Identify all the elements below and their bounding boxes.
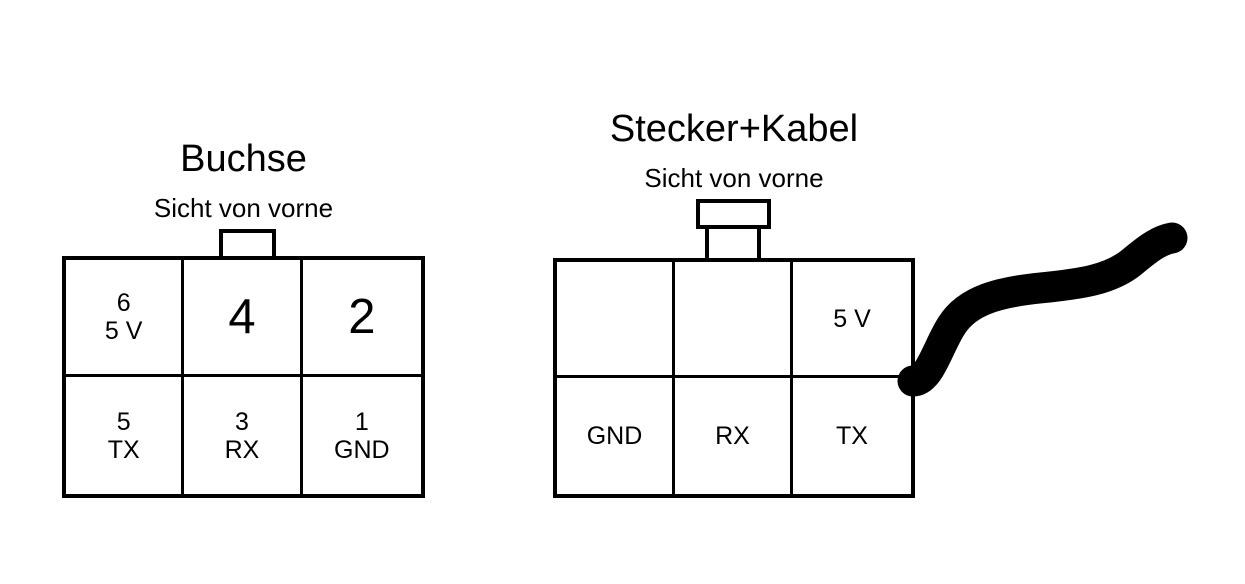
pin-label: GND (334, 435, 390, 464)
stecker-pin-gnd: GND (557, 378, 675, 494)
stecker-title: Stecker+Kabel (609, 108, 859, 150)
pin-number: 3 (235, 407, 249, 436)
buchse-pin-3: 3 RX (184, 377, 303, 494)
stecker-latch-cap (696, 199, 771, 229)
pin-number: 1 (354, 407, 369, 436)
pin-label: 5 V (104, 317, 143, 345)
stecker-pin-tx: TX (793, 378, 911, 494)
buchse-connector-body: 6 5 V 4 2 5 TX 3 RX 1 GND (62, 256, 425, 498)
buchse-subtitle: Sicht von vorne (153, 193, 334, 223)
buchse-pin-4: 4 (184, 260, 303, 377)
stecker-subtitle: Sicht von vorne (644, 163, 824, 193)
pin-number: 4 (228, 289, 256, 344)
stecker-latch-neck (705, 226, 761, 260)
pin-label: TX (836, 422, 868, 450)
buchse-pin-6: 6 5 V (66, 260, 185, 377)
buchse-pin-2: 2 (302, 260, 421, 377)
buchse-latch-tab (219, 229, 276, 259)
stecker-pin-5v: 5 V (793, 262, 911, 378)
pin-label: GND (586, 422, 643, 450)
pin-label: 5 V (833, 304, 871, 333)
stecker-pin-top-left (557, 262, 675, 378)
stecker-connector-body: 5 V GND RX TX (553, 258, 915, 498)
stecker-pin-top-middle (675, 262, 793, 378)
stecker-pin-rx: RX (675, 378, 793, 494)
pin-number: 6 (116, 289, 131, 317)
buchse-pin-1: 1 GND (302, 377, 421, 494)
buchse-title: Buchse (180, 138, 307, 180)
pin-number: 2 (348, 289, 376, 344)
cable-stroke (897, 222, 1188, 397)
buchse-pin-5: 5 TX (66, 377, 185, 494)
pin-number: 5 (116, 407, 131, 436)
pin-label: RX (224, 435, 260, 464)
pin-label: RX (715, 422, 750, 450)
pin-label: TX (107, 435, 140, 464)
